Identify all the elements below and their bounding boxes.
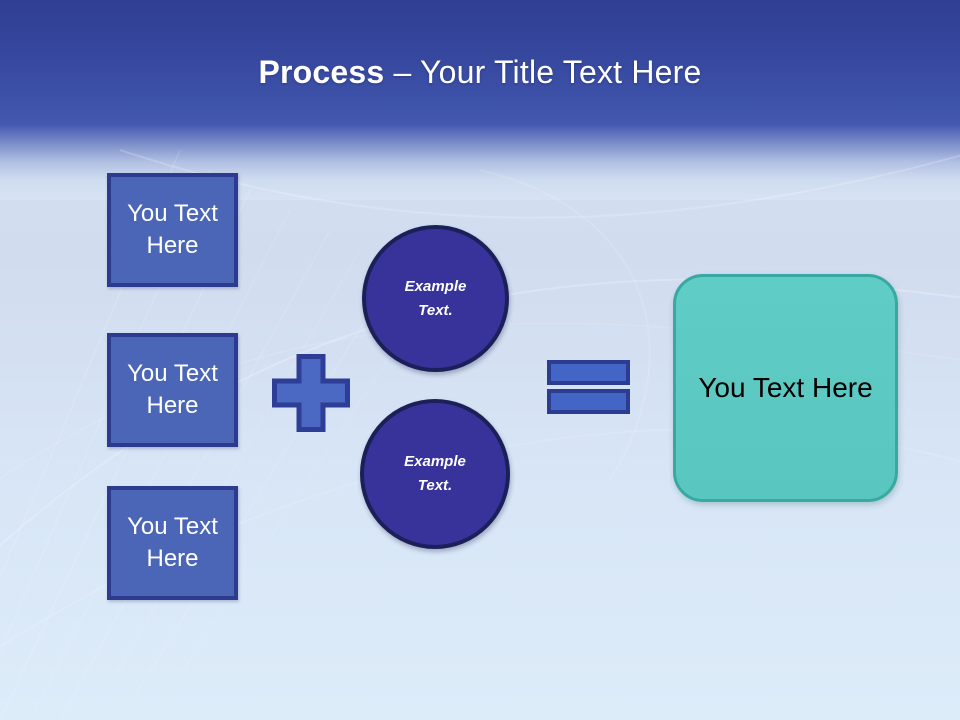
title-text: – Your Title Text Here [384,54,702,90]
input-box-3: You Text Here [107,486,238,600]
result-box: You Text Here [673,274,898,502]
input-box-1: You Text Here [107,173,238,287]
example-circle-label: Example Text. [404,453,466,494]
page-title: Process – Your Title Text Here [0,54,960,91]
input-box-label: You Text Here [127,200,218,259]
equals-icon [547,360,631,416]
example-circle-2: Example Text. [360,399,510,549]
slide-header [0,0,960,200]
input-box-2: You Text Here [107,333,238,447]
example-circle-1: Example Text. [362,225,509,372]
result-box-label: You Text Here [698,372,873,403]
input-box-label: You Text Here [127,360,218,419]
title-emphasis: Process [258,54,385,90]
example-circle-label: Example Text. [404,277,467,319]
plus-icon [272,354,350,432]
input-box-label: You Text Here [127,513,218,572]
